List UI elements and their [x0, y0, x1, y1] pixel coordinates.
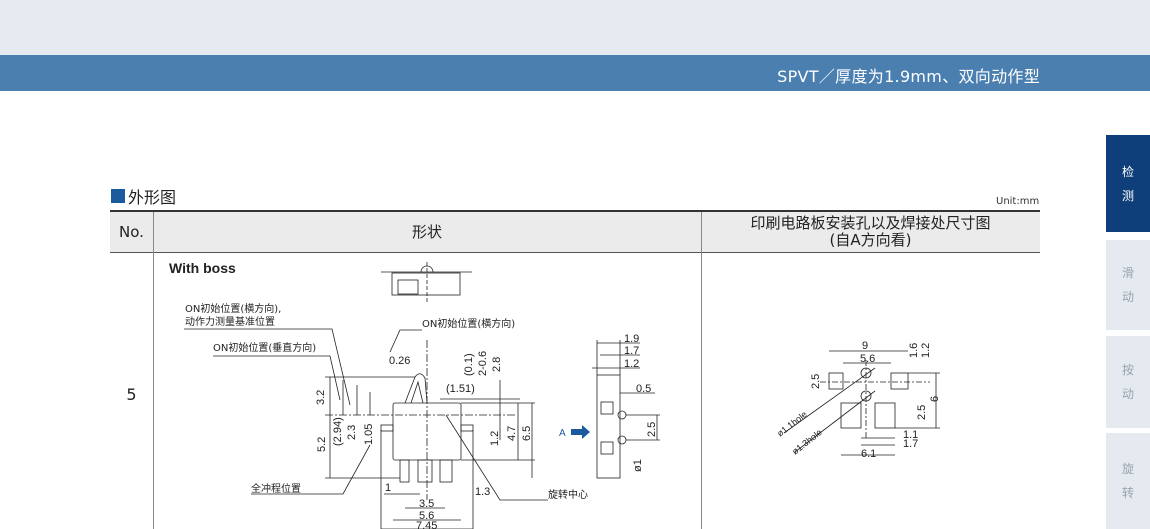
side-view [592, 340, 660, 479]
tab-char: 动 [1121, 290, 1134, 304]
table-header: No. 形状 印刷电路板安装孔以及焊接处尺寸图(自A方向看) [110, 210, 1040, 253]
page-title: SPVT／厚度为1.9mm、双向动作型 [777, 67, 1040, 86]
tab-char: 滑 [1121, 266, 1134, 280]
dim: 5.2 [316, 437, 328, 452]
view-a-label: A [559, 428, 566, 439]
sidebar-item-slide[interactable]: 滑动 [1106, 240, 1150, 330]
dim: 1.05 [363, 424, 375, 445]
dim: 2.5 [646, 422, 658, 437]
col-shape: 形状 [411, 222, 442, 241]
sidebar-item-rotate[interactable]: 旋转 [1106, 433, 1150, 529]
sidebar-item-push[interactable]: 按动 [1106, 336, 1150, 428]
dim: 2.8 [491, 357, 503, 372]
front-view [184, 328, 548, 529]
view-a-arrow: A [559, 425, 590, 439]
dim: 1.7 [903, 438, 918, 450]
callout: ON初始位置(垂直方向) [213, 341, 316, 354]
dim: 1.7 [624, 345, 639, 357]
unit-label: Unit:mm [996, 196, 1040, 207]
dim: 2.5 [810, 374, 822, 389]
col-pcb-line2: (自A方向看) [829, 231, 912, 249]
col-no: No. [119, 222, 144, 241]
dim: 9 [862, 340, 868, 352]
dim: 1.2 [489, 431, 501, 446]
row-number: 5 [126, 385, 137, 404]
tab-char: 按 [1121, 363, 1134, 377]
col-pcb-line1: 印刷电路板安装孔以及焊接处尺寸图 [750, 214, 991, 232]
dim: 1 [385, 482, 391, 494]
dim: 2-0.6 [477, 351, 489, 376]
divider [701, 212, 702, 529]
dim: 1.6 [908, 343, 920, 358]
dim: ø1.1hole [775, 409, 809, 438]
dim: 1.2 [920, 343, 932, 358]
dim: 0.5 [636, 383, 651, 395]
dim: 7.45 [416, 520, 437, 529]
variant-label: With boss [169, 260, 236, 276]
side-dimensions: 1.9 1.7 1.2 0.5 2.5 ø1 [624, 333, 658, 472]
arrow-right-icon [571, 425, 590, 439]
dim: 1.1 [903, 429, 918, 441]
callout: 动作力测量基准位置 [185, 315, 275, 328]
callout: ON初始位置(横方向) [422, 317, 515, 330]
front-callouts: ON初始位置(横方向), 动作力测量基准位置 ON初始位置(垂直方向) ON初始… [185, 302, 588, 501]
callout: 旋转中心 [548, 488, 588, 501]
dim: 2.5 [916, 405, 928, 420]
tab-char: 转 [1121, 486, 1134, 500]
dim: 6.1 [861, 448, 876, 460]
callout: 全冲程位置 [251, 482, 301, 495]
dim: (0.1) [463, 353, 475, 376]
dim: 5.6 [419, 510, 434, 522]
dim: 1.9 [624, 333, 639, 345]
col-pcb: 印刷电路板安装孔以及焊接处尺寸图(自A方向看) [701, 212, 1040, 252]
dim: ø1 [632, 459, 644, 472]
tab-char: 检 [1121, 164, 1134, 179]
divider [153, 212, 154, 529]
dim: 4.7 [506, 426, 518, 441]
pcb-dimensions: 9 5.6 1.6 1.2 2.5 6 2.5 ø1.1hole ø1.3hol… [775, 340, 941, 460]
dim: 3.5 [419, 498, 434, 510]
dim: 3.2 [315, 390, 327, 405]
dim: (2.94) [332, 417, 344, 446]
top-band [0, 0, 1150, 55]
callout: ON初始位置(横方向), [185, 302, 281, 315]
square-icon [111, 189, 125, 203]
tab-char: 测 [1121, 188, 1134, 203]
dim: 2.3 [346, 425, 358, 440]
dim: 6 [929, 396, 941, 402]
tab-char: 旋 [1121, 462, 1134, 476]
tab-char: 动 [1121, 387, 1134, 401]
section-title-text: 外形图 [128, 188, 177, 207]
sidebar-item-detect[interactable]: 检测 [1106, 135, 1150, 232]
dim: ø1.3hole [790, 427, 824, 456]
top-view [381, 262, 472, 302]
dim: 5.6 [860, 353, 875, 365]
dim: 6.5 [521, 426, 533, 441]
section-title: 外形图 [111, 184, 176, 208]
dim: (1.51) [446, 383, 475, 395]
dim: 1.3 [475, 486, 490, 498]
dim: 0.26 [389, 355, 410, 367]
front-dimensions: 0.26 (1.51) 3.2 (2.94) 2.3 1.05 5.2 (0.1… [315, 351, 533, 529]
dim: 1.2 [624, 358, 639, 370]
pcb-layout [783, 350, 940, 456]
title-bar: SPVT／厚度为1.9mm、双向动作型 [0, 55, 1150, 91]
